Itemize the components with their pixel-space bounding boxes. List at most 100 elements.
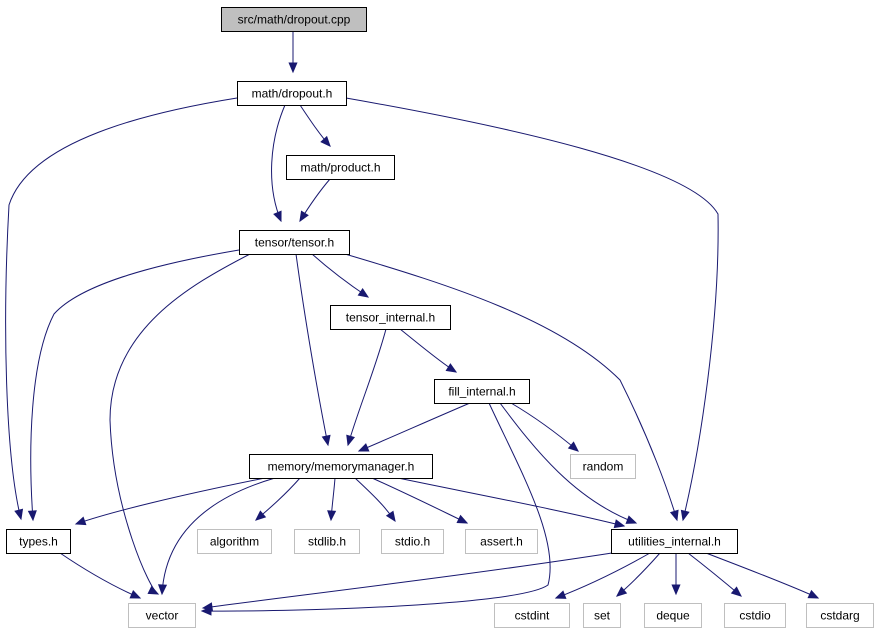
edge-memorymanager_h-to-utilities_internal_h (397, 477, 626, 529)
edge-line (399, 328, 457, 373)
node-label: vector (146, 609, 179, 623)
node-types_h[interactable]: types.h (6, 529, 71, 554)
edge-product_h-to-tensor_h (299, 178, 331, 223)
edge-fill_internal_h-to-memorymanager_h (357, 402, 471, 452)
node-label: fill_internal.h (448, 385, 515, 399)
node-memorymanager_h[interactable]: memory/memorymanager.h (249, 454, 433, 479)
edge-dropout_h-to-product_h (299, 104, 331, 147)
edge-tensor_h-to-types_h (27, 249, 240, 522)
arrowhead-icon (346, 434, 355, 447)
node-utilities_internal_h[interactable]: utilities_internal.h (611, 529, 738, 554)
edge-dropout_cpp-to-dropout_h (288, 30, 298, 74)
node-box (570, 454, 636, 479)
node-box (806, 603, 874, 628)
node-box (294, 529, 360, 554)
node-label: stdio.h (395, 535, 430, 549)
edge-line (555, 552, 651, 599)
arrowhead-icon (327, 510, 337, 522)
node-label: stdlib.h (308, 535, 346, 549)
node-label: src/math/dropout.cpp (238, 13, 351, 27)
edge-memorymanager_h-to-assert_h (371, 477, 469, 524)
node-stdio_h: stdio.h (381, 529, 444, 554)
edge-utilities_internal_h-to-vector (201, 552, 613, 612)
node-dropout_cpp[interactable]: src/math/dropout.cpp (221, 7, 367, 32)
edge-tensor_h-to-vector (109, 253, 251, 595)
arrowhead-icon (554, 590, 567, 599)
node-box (434, 379, 530, 404)
edge-line (202, 552, 613, 609)
edge-line (358, 402, 471, 452)
node-label: cstdarg (820, 609, 859, 623)
node-box (583, 603, 621, 628)
node-product_h[interactable]: math/product.h (286, 155, 395, 180)
edge-utilities_internal_h-to-cstdint (554, 552, 651, 599)
node-tensor_h[interactable]: tensor/tensor.h (239, 230, 350, 255)
node-box (494, 603, 570, 628)
edge-utilities_internal_h-to-cstdio (687, 552, 742, 597)
node-box (286, 155, 395, 180)
edge-memorymanager_h-to-stdlib_h (327, 477, 337, 522)
arrowhead-icon (456, 514, 469, 524)
arrowhead-icon (74, 516, 87, 526)
edge-tensor_h-to-memorymanager_h (295, 253, 331, 447)
node-box (330, 305, 451, 330)
node-label: deque (656, 609, 690, 623)
edge-tensor_h-to-tensor_internal_h (311, 253, 370, 298)
node-deque: deque (644, 603, 702, 628)
arrowhead-icon (445, 363, 458, 373)
node-algorithm: algorithm (197, 529, 272, 554)
node-stdlib_h: stdlib.h (294, 529, 360, 554)
arrowhead-icon (671, 584, 681, 596)
arrowhead-icon (669, 509, 679, 522)
arrowhead-icon (147, 585, 160, 595)
node-tensor_internal_h[interactable]: tensor_internal.h (330, 305, 451, 330)
edge-types_h-to-vector (59, 552, 142, 599)
node-box (465, 529, 538, 554)
edge-line (687, 552, 742, 597)
node-label: set (594, 609, 611, 623)
edge-fill_internal_h-to-vector (200, 402, 551, 616)
arrowhead-icon (321, 434, 331, 447)
arrowhead-icon (129, 590, 142, 599)
edge-line (271, 104, 286, 222)
node-label: algorithm (210, 535, 259, 549)
edge-tensor_internal_h-to-memorymanager_h (346, 328, 387, 447)
edge-line (347, 328, 387, 446)
arrowhead-icon (567, 441, 579, 452)
arrowhead-icon (616, 586, 628, 597)
node-random: random (570, 454, 636, 479)
node-dropout_h[interactable]: math/dropout.h (237, 81, 347, 106)
arrowhead-icon (157, 584, 168, 596)
node-fill_internal_h[interactable]: fill_internal.h (434, 379, 530, 404)
node-label: types.h (19, 535, 58, 549)
node-label: utilities_internal.h (628, 535, 721, 549)
node-cstdio: cstdio (724, 603, 786, 628)
node-box (381, 529, 444, 554)
edge-memorymanager_h-to-vector (157, 477, 276, 596)
edge-fill_internal_h-to-utilities_internal_h (499, 402, 638, 524)
node-label: tensor/tensor.h (255, 236, 334, 250)
node-label: cstdint (515, 609, 550, 623)
arrowhead-icon (730, 586, 742, 597)
node-box (197, 529, 272, 554)
arrowhead-icon (680, 509, 690, 522)
arrowhead-icon (357, 443, 370, 452)
node-assert_h: assert.h (465, 529, 538, 554)
arrowhead-icon (14, 508, 24, 521)
edge-line (109, 253, 251, 595)
arrowhead-icon (273, 210, 282, 223)
node-box (6, 529, 71, 554)
node-box (644, 603, 702, 628)
edge-line (201, 402, 551, 612)
node-label: assert.h (480, 535, 523, 549)
edge-line (311, 253, 369, 298)
edge-line (344, 253, 678, 521)
edge-line (75, 477, 266, 525)
arrowhead-icon (299, 210, 309, 223)
arrowhead-icon (625, 515, 638, 524)
node-cstdint: cstdint (494, 603, 570, 628)
node-box (237, 81, 347, 106)
edges-layer (5, 30, 820, 616)
node-box (128, 603, 196, 628)
